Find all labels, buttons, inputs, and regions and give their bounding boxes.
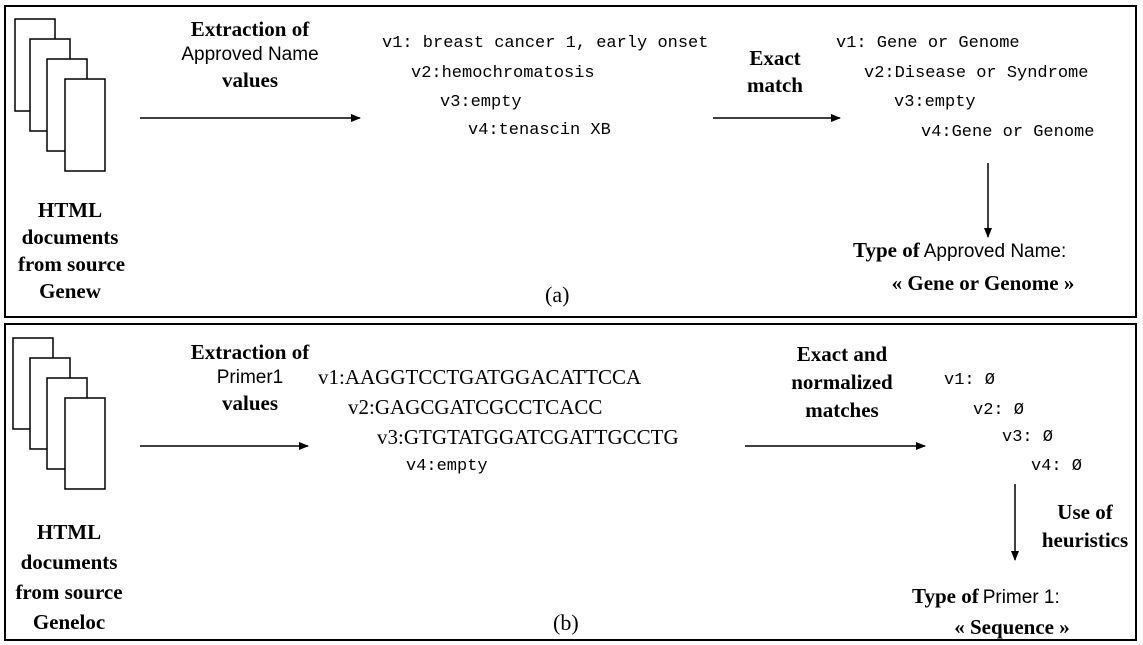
value-v1-a: v1: breast cancer 1, early onset <box>382 34 709 53</box>
extraction-attribute: Approved Name <box>181 44 319 65</box>
type-v2-b: v2: Ø <box>973 401 1025 420</box>
value-v4-a: v4:tenascin XB <box>468 121 611 140</box>
type-v4-a: v4:Gene or Genome <box>921 123 1095 142</box>
doc-label-line: documents <box>21 225 119 249</box>
result-value-a: « Gene or Genome » <box>891 271 1075 295</box>
match-label-line: match <box>747 73 803 97</box>
doc-label-line: documents <box>20 550 118 574</box>
caption-b: (b) <box>553 610 579 635</box>
value-v4-b: v4:empty <box>406 457 488 476</box>
type-v1-a: v1: Gene or Genome <box>836 34 1020 53</box>
match-label-line: Exact <box>749 46 801 70</box>
doc-source-label-b: HTML documents from source Geneloc <box>14 517 124 637</box>
caption-a: (a) <box>545 282 570 307</box>
extraction-line: values <box>221 68 278 92</box>
result-a: Type of Approved Name: <box>853 238 1067 262</box>
heuristics-label-b: Use of heuristics <box>1030 498 1140 554</box>
result-b: Type of Primer 1: <box>912 584 1060 608</box>
doc-label-line: HTML <box>36 520 102 544</box>
type-v2-a: v2:Disease or Syndrome <box>864 64 1089 83</box>
extraction-attribute: Primer1 <box>216 367 284 388</box>
extraction-line: Extraction of <box>190 17 310 41</box>
panel-a <box>4 5 1137 318</box>
value-v3-a: v3:empty <box>440 93 522 112</box>
result-prefix: Type of <box>912 584 979 608</box>
document-stack-icon-b <box>12 337 106 490</box>
match-label-b: Exact and normalized matches <box>762 340 922 424</box>
extraction-label-a: Extraction of Approved Name values <box>150 17 350 92</box>
doc-label-line: from source <box>15 580 123 604</box>
result-value-b: « Sequence » <box>954 615 1070 639</box>
value-v2-b: v2:GAGCGATCGCCTCACC <box>348 395 603 419</box>
document-stack-icon-a <box>14 18 106 172</box>
doc-label-line: HTML <box>37 198 103 222</box>
extraction-label-b: Extraction of Primer1 values <box>150 340 350 415</box>
doc-label-line: Genew <box>39 279 101 303</box>
value-v3-b: v3:GTGTATGGATCGATTGCCTG <box>377 425 679 449</box>
doc-label-line: from source <box>18 252 126 276</box>
heuristics-line: Use of <box>1057 500 1113 524</box>
match-label-line: matches <box>805 398 879 422</box>
match-label-line: Exact and <box>796 342 888 366</box>
doc-label-line: Geneloc <box>32 610 106 634</box>
type-v3-b: v3: Ø <box>1002 428 1054 447</box>
panel-b <box>4 323 1137 641</box>
match-label-line: normalized <box>791 370 893 394</box>
type-v4-b: v4: Ø <box>1031 457 1083 476</box>
extraction-line: Extraction of <box>190 340 310 364</box>
type-v3-a: v3:empty <box>894 93 976 112</box>
heuristics-line: heuristics <box>1041 528 1129 552</box>
match-label-a: Exact match <box>720 45 830 99</box>
value-v2-a: v2:hemochromatosis <box>411 64 595 83</box>
doc-source-label-a: HTML documents from source Genew <box>18 197 126 305</box>
result-prefix: Type of <box>853 238 920 262</box>
value-v1-b: v1:AAGGTCCTGATGGACATTCCA <box>318 365 642 389</box>
result-attribute: Primer 1: <box>982 587 1060 608</box>
result-attribute: Approved Name: <box>923 241 1067 262</box>
extraction-line: values <box>221 391 278 415</box>
type-v1-b: v1: Ø <box>944 371 996 390</box>
